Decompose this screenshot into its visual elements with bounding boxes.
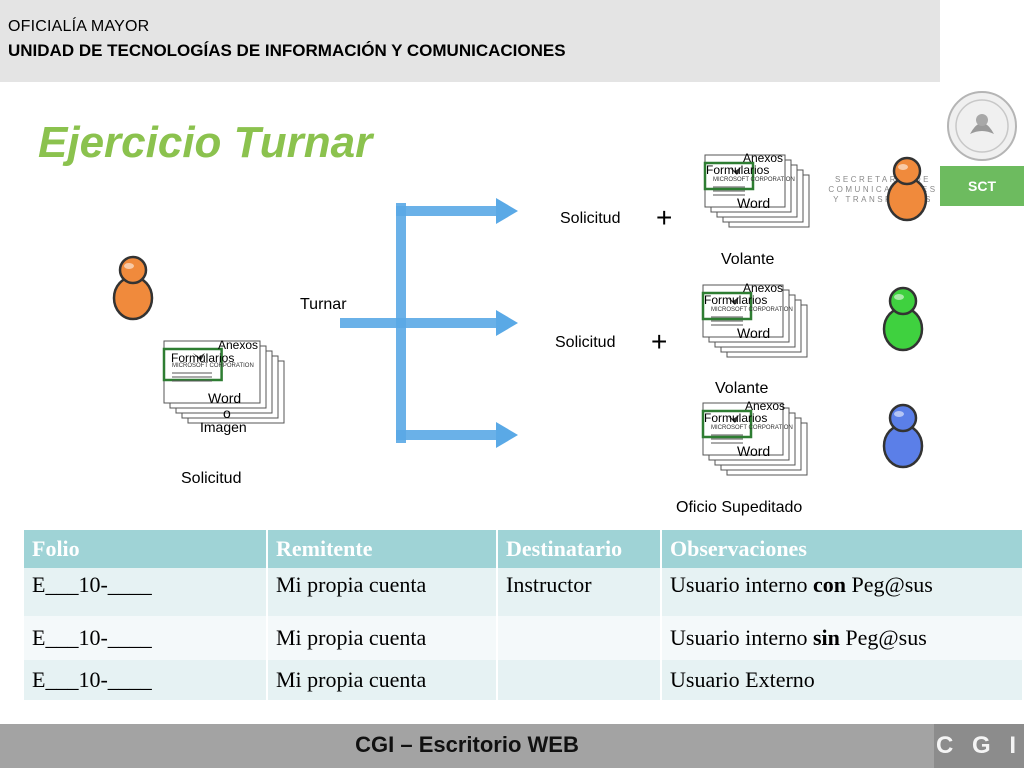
person-head bbox=[888, 403, 918, 433]
footer-bar: CGI – Escritorio WEB C G I bbox=[0, 724, 1024, 768]
folio-table: Folio Remitente Destinatario Observacion… bbox=[24, 530, 1024, 700]
document-highlight-frame bbox=[703, 161, 755, 191]
column-header: Destinatario bbox=[497, 530, 662, 568]
destinatario-cell bbox=[497, 616, 662, 660]
target-document-stack-icon: MICROSOFT CORPORATION bbox=[701, 284, 808, 358]
target-word-label: Word bbox=[737, 195, 771, 211]
folio-cell: E___10-____ bbox=[24, 616, 268, 660]
target-caption: Volante bbox=[715, 380, 769, 397]
table-row: E___10-____ Mi propia cuenta Usuario int… bbox=[24, 616, 1024, 660]
source-person-icon bbox=[112, 255, 154, 321]
arrow-group bbox=[340, 198, 518, 448]
person-highlight bbox=[894, 294, 904, 300]
arrow-to-target-2-shaft bbox=[396, 318, 496, 328]
target-solicitud-label: Solicitud bbox=[555, 334, 616, 351]
column-header: Folio bbox=[24, 530, 268, 568]
target-document-stack-icon: MICROSOFT CORPORATION bbox=[701, 402, 808, 476]
column-header: Observaciones bbox=[661, 530, 1024, 568]
folio-cell: E___10-____ bbox=[24, 660, 268, 700]
arrow-to-target-1-head bbox=[496, 198, 518, 224]
arrow-from-source bbox=[340, 318, 400, 328]
target-anexos-label: Anexos bbox=[745, 399, 786, 413]
ms-corporation-text: MICROSOFT CORPORATION bbox=[711, 425, 793, 431]
target-word-label: Word bbox=[737, 325, 771, 341]
document-eagle-mark bbox=[727, 297, 739, 305]
arrow-to-target-1-shaft bbox=[396, 206, 496, 216]
person-head bbox=[888, 286, 918, 316]
footer-title: CGI – Escritorio WEB bbox=[355, 732, 579, 757]
target-formularios-label: Formularios bbox=[704, 293, 768, 307]
remitente-cell: Mi propia cuenta bbox=[267, 568, 498, 616]
turnar-label: Turnar bbox=[300, 296, 347, 313]
document-eagle-mark bbox=[729, 167, 741, 175]
target-caption: Volante bbox=[721, 251, 775, 268]
footer-brand: C G I bbox=[935, 732, 1022, 759]
page-title: Ejercicio Turnar bbox=[38, 118, 373, 167]
ms-corporation-text: MICROSOFT CORPORATION bbox=[172, 363, 254, 369]
document-eagle-mark bbox=[192, 353, 205, 361]
secretaria-text: SECRETARÍA DE COMUNICACIONES Y TRANSPORT… bbox=[828, 175, 938, 204]
plus-sign: + bbox=[651, 326, 668, 357]
document-highlight-frame bbox=[701, 409, 753, 439]
destinatario-cell: Instructor bbox=[497, 568, 662, 616]
turnar-diagram: MICROSOFT CORPORATION MICROSOFT CORPORAT… bbox=[112, 154, 928, 476]
person-head bbox=[118, 255, 148, 285]
target-anexos-label: Anexos bbox=[743, 281, 784, 295]
observaciones-cell: Usuario Externo bbox=[661, 660, 1024, 700]
person-head bbox=[892, 156, 922, 186]
destinatario-cell bbox=[497, 660, 662, 700]
target-person-icon bbox=[882, 286, 924, 352]
source-anexos-label: Anexos bbox=[218, 338, 259, 352]
document-eagle-mark bbox=[727, 415, 739, 423]
seal-logo bbox=[940, 82, 1024, 207]
header-bar: OFICIALÍA MAYOR UNIDAD DE TECNOLOGÍAS DE… bbox=[0, 0, 940, 82]
sct-logo: SCT bbox=[940, 166, 1024, 206]
observaciones-cell: Usuario interno con Peg@sus bbox=[661, 568, 1024, 616]
folio-cell: E___10-____ bbox=[24, 568, 268, 616]
remitente-cell: Mi propia cuenta bbox=[267, 660, 498, 700]
table-row: E___10-____ Mi propia cuenta Usuario Ext… bbox=[24, 660, 1024, 700]
person-highlight bbox=[894, 411, 904, 417]
document-highlight-frame bbox=[162, 347, 223, 382]
person-highlight bbox=[124, 263, 134, 269]
header-line-2: UNIDAD DE TECNOLOGÍAS DE INFORMACIÓN Y C… bbox=[8, 41, 566, 60]
table-row: E___10-____ Mi propia cuenta Instructor … bbox=[24, 568, 1024, 616]
target-formularios-label: Formularios bbox=[706, 163, 770, 177]
ms-corporation-text: MICROSOFT CORPORATION bbox=[711, 307, 793, 313]
source-document-stack-icon: MICROSOFT CORPORATION bbox=[162, 340, 285, 424]
target-document-stack-icon: MICROSOFT CORPORATION bbox=[703, 154, 810, 228]
arrow-to-target-3-head bbox=[496, 422, 518, 448]
document-page bbox=[163, 340, 261, 404]
target-formularios-label: Formularios bbox=[704, 411, 768, 425]
mexico-seal-icon bbox=[947, 91, 1017, 161]
document-highlight-frame bbox=[701, 291, 753, 321]
target-caption: Oficio Supeditado bbox=[676, 499, 803, 516]
person-highlight bbox=[898, 164, 908, 170]
footer-left-panel: CGI – Escritorio WEB bbox=[0, 724, 934, 768]
header-line-1: OFICIALÍA MAYOR bbox=[8, 18, 150, 35]
target-person-icon bbox=[886, 156, 928, 222]
column-header: Remitente bbox=[267, 530, 498, 568]
target-word-label: Word bbox=[737, 443, 771, 459]
arrow-to-target-2-head bbox=[496, 310, 518, 336]
target-person-icon bbox=[882, 403, 924, 469]
source-formularios-label: Formularios bbox=[171, 351, 235, 365]
arrow-to-target-3-shaft bbox=[396, 430, 496, 440]
observaciones-cell: Usuario interno sin Peg@sus bbox=[661, 616, 1024, 660]
target-anexos-label: Anexos bbox=[743, 151, 784, 165]
remitente-cell: Mi propia cuenta bbox=[267, 616, 498, 660]
source-caption: Solicitud bbox=[181, 470, 242, 487]
table-header-row: Folio Remitente Destinatario Observacion… bbox=[24, 530, 1024, 568]
source-imagen-label: Imagen bbox=[200, 419, 247, 435]
source-o-label: o bbox=[223, 405, 231, 421]
target-solicitud-label: Solicitud bbox=[560, 210, 621, 227]
ms-corporation-text: MICROSOFT CORPORATION bbox=[713, 177, 795, 183]
plus-sign: + bbox=[656, 202, 673, 233]
source-word-label: Word bbox=[208, 390, 242, 406]
